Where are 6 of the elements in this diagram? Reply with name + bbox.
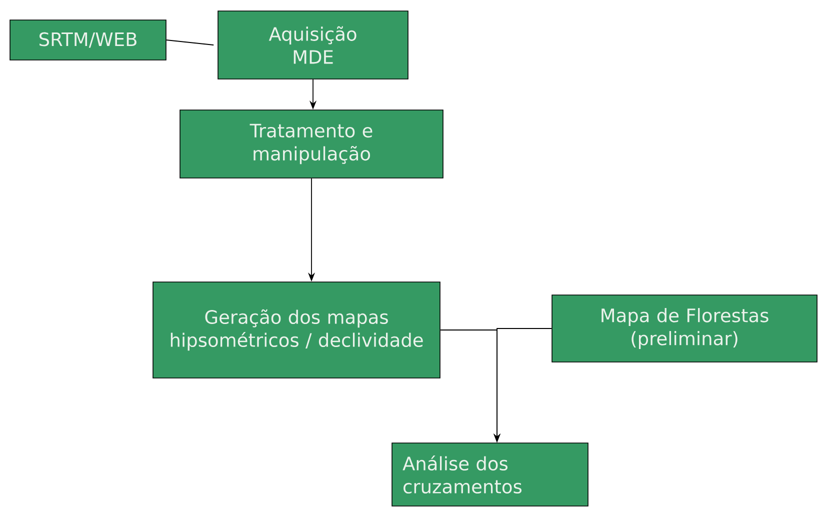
process-box: Mapa de Florestas (preliminar) [552,294,818,362]
process-box: Análise dos cruzamentos [392,442,588,506]
process-box: Geração dos mapas hipsométricos / declividade [152,282,440,378]
process-box: Tratamento e manipulação [180,110,444,178]
process-box: SRTM/WEB [10,20,166,60]
process-box: Aquisição MDE [218,10,408,80]
